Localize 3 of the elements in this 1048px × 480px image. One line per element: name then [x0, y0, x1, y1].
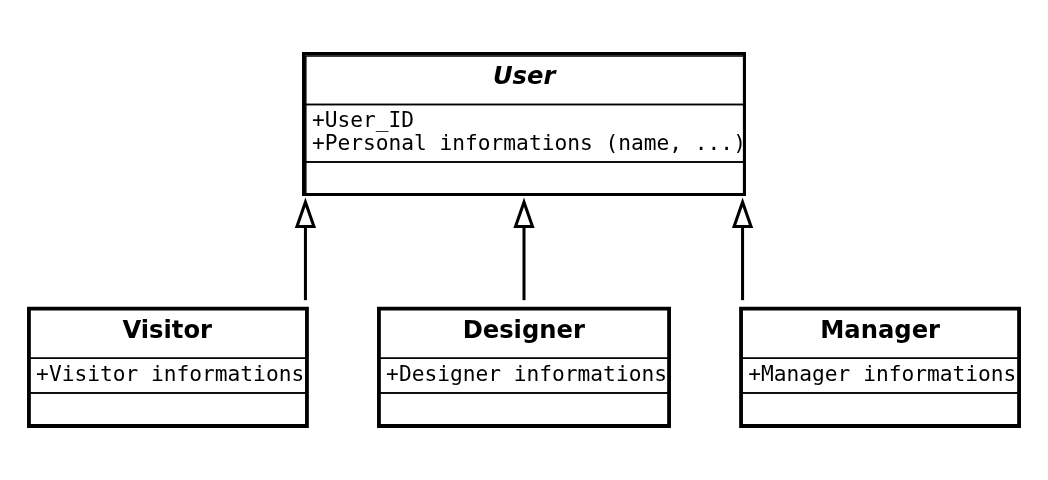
arrow: [294, 197, 317, 301]
arrow: [513, 197, 535, 301]
arrow: [731, 197, 754, 301]
